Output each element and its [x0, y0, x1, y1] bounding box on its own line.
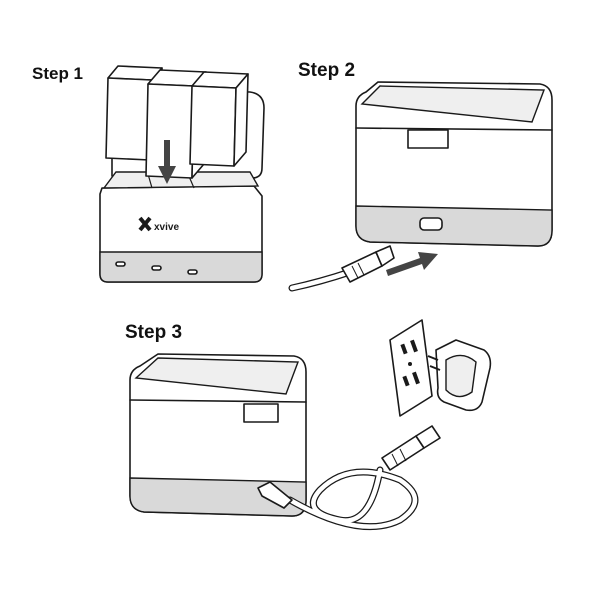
lid-latch [243, 403, 279, 423]
step-2-label: Step 2 [298, 60, 356, 81]
charger-lid-top [360, 85, 546, 123]
usb-a-plug [381, 425, 441, 471]
usb-c-plug-charger [257, 481, 293, 509]
charger-slot-area [102, 171, 260, 189]
svg-text:xvive: xvive [154, 222, 179, 233]
charger-base-band [99, 251, 263, 283]
charger-lid-top [134, 357, 299, 395]
step-3-illustration [129, 319, 492, 531]
charger-base-band [355, 205, 553, 247]
usb-c-port [419, 217, 443, 231]
insert-arrow [386, 252, 438, 276]
step-1-illustration: xvive [99, 65, 265, 283]
step-2-illustration [288, 81, 553, 292]
xvive-logo: xvive [138, 216, 179, 233]
usb-c-plug [341, 245, 395, 283]
battery-right [189, 71, 249, 167]
step-1-label: Step 1 [32, 64, 84, 83]
lid-latch [407, 129, 449, 149]
led-indicator [151, 265, 162, 271]
step-3-label: Step 3 [125, 322, 183, 343]
wall-outlet [389, 319, 433, 417]
insert-down-arrow [158, 140, 176, 184]
led-indicator [187, 269, 198, 275]
wall-adapter [427, 339, 492, 412]
led-indicator [115, 261, 126, 267]
